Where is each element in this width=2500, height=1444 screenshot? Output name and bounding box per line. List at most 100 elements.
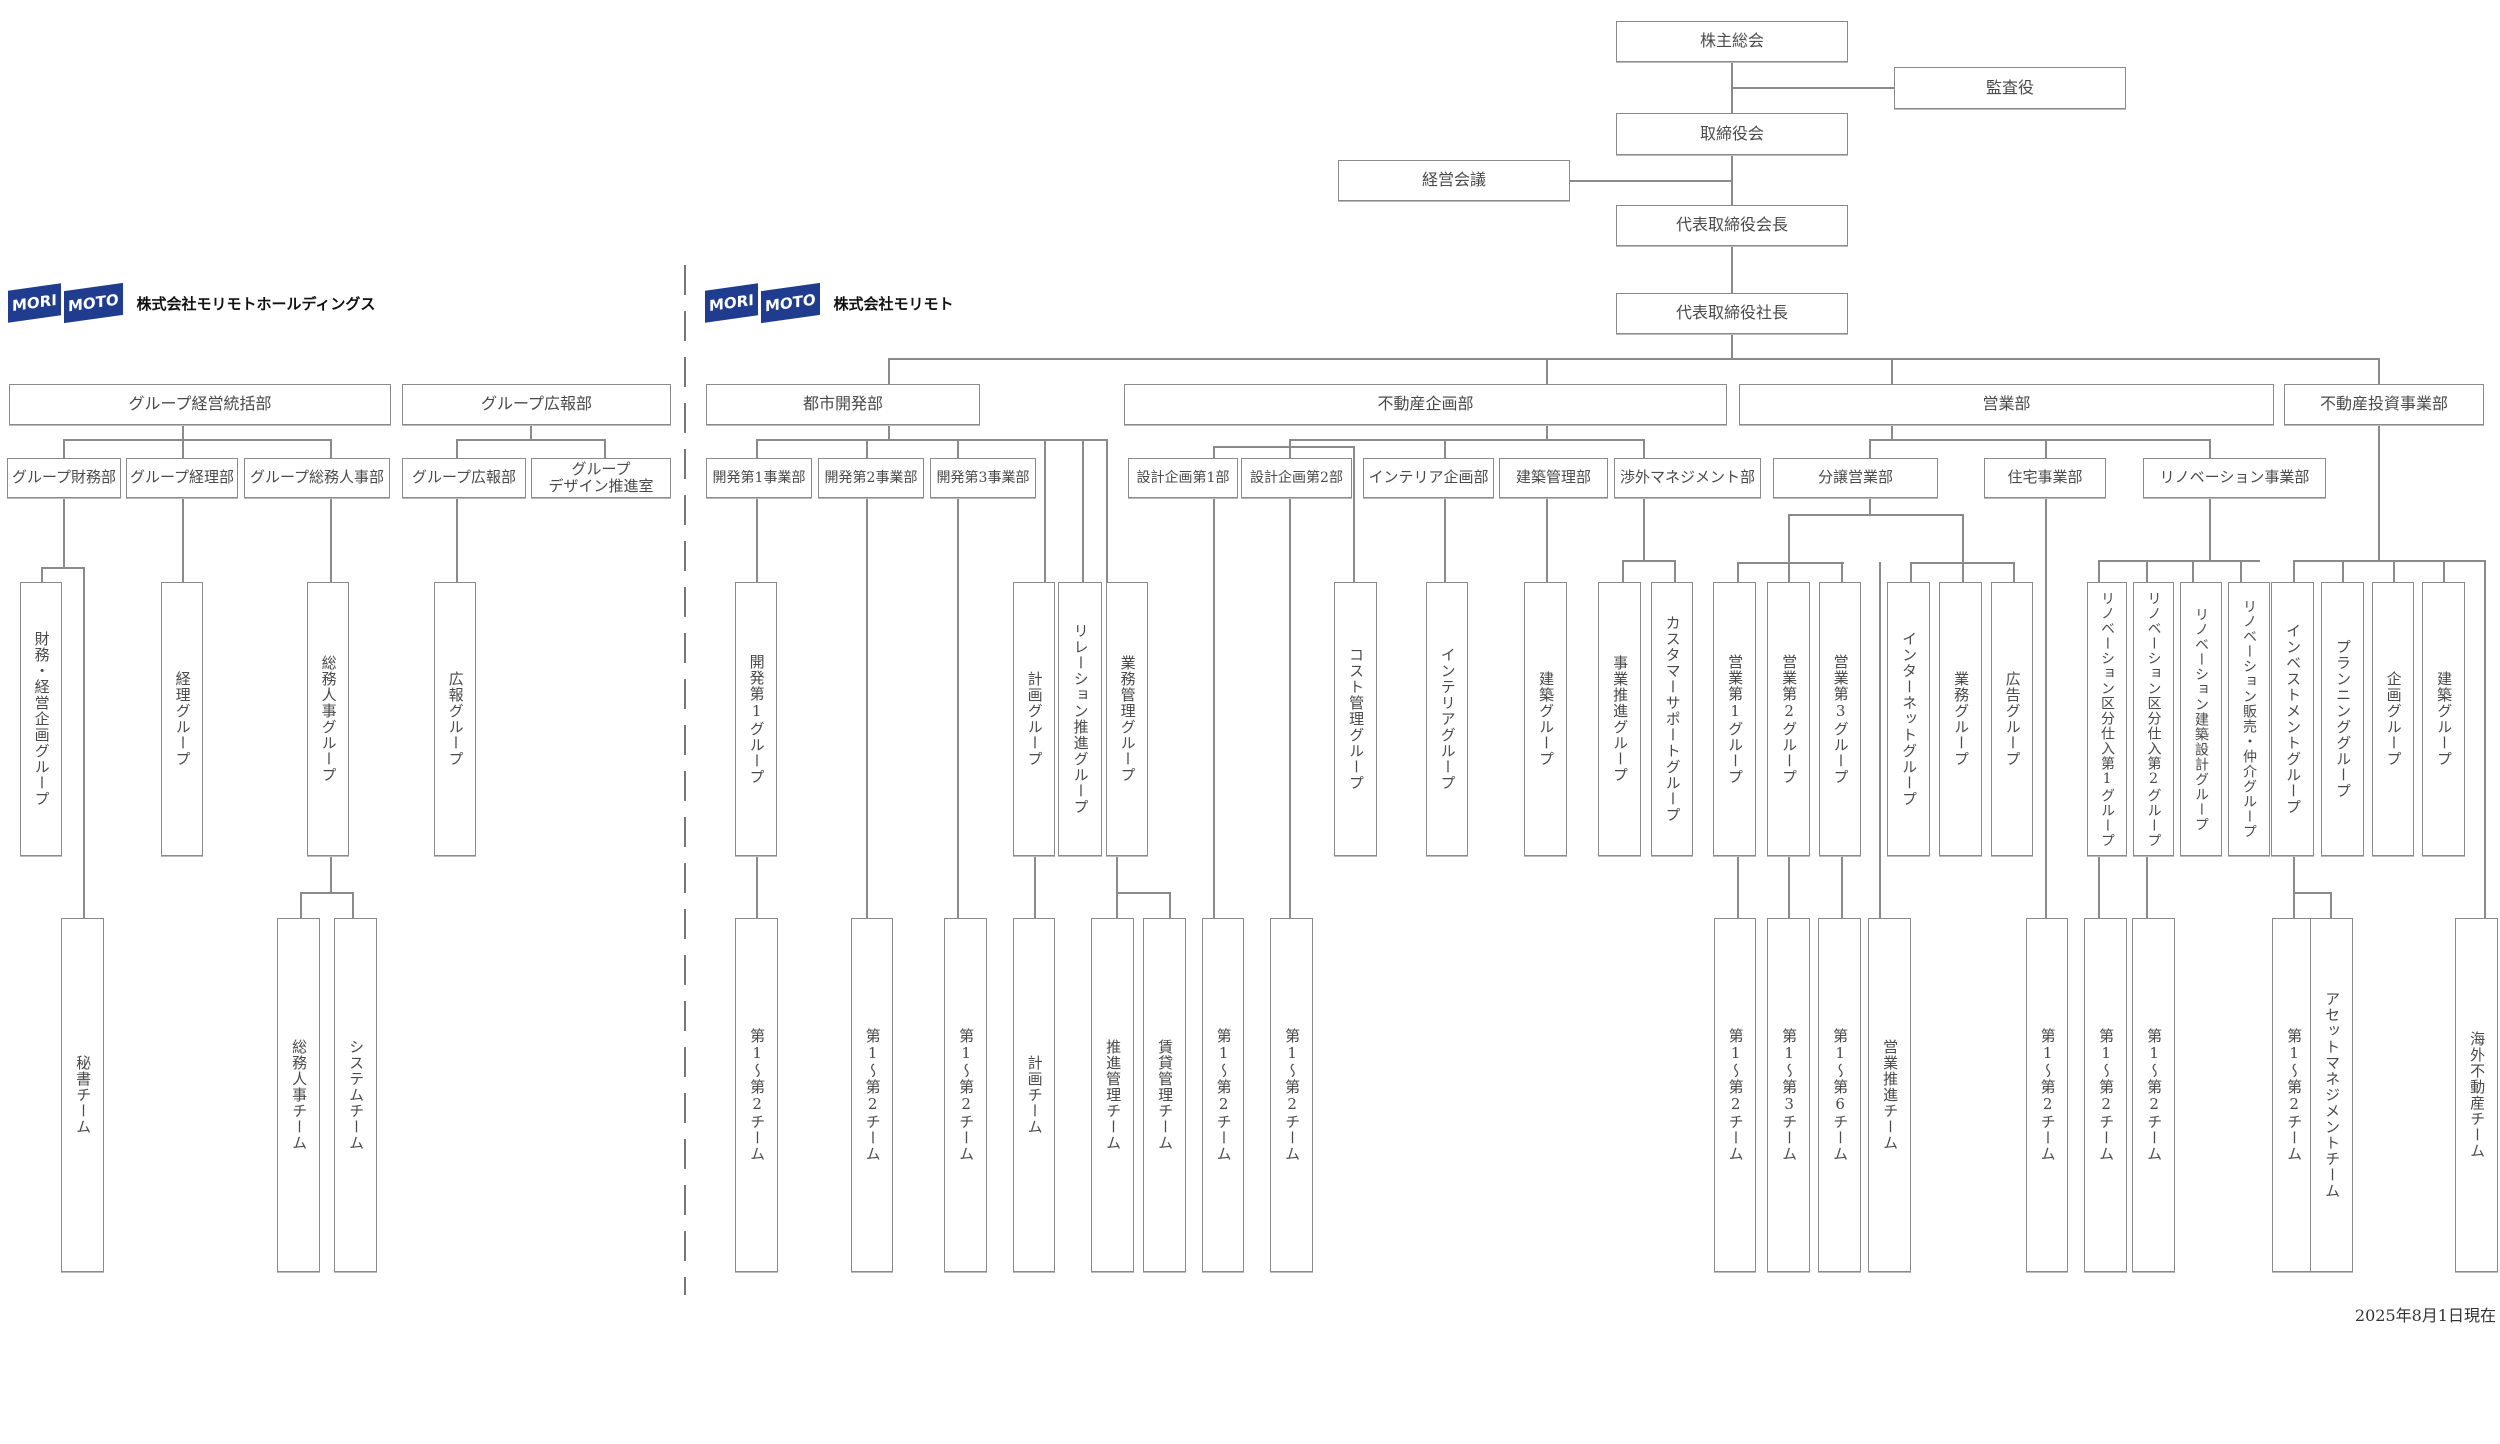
- connector-line: [604, 439, 606, 458]
- connector-line: [1788, 856, 1790, 918]
- group-construction: 建築グループ: [1524, 582, 1567, 856]
- connector-line: [1353, 446, 1355, 582]
- connector-line: [2098, 856, 2100, 918]
- connector-line: [2342, 560, 2344, 582]
- team-ga-hr: 総務人事チーム: [277, 918, 320, 1272]
- connector-line: [1213, 446, 1215, 458]
- connector-line: [2293, 560, 2484, 562]
- connector-line: [330, 856, 332, 892]
- connector-line: [957, 498, 959, 918]
- team-design-2: 第1～第2チーム: [1270, 918, 1313, 1272]
- connector-line: [1643, 498, 1645, 560]
- connector-line: [2393, 560, 2395, 582]
- group-investment: インベストメントグループ: [2271, 582, 2314, 856]
- group-renovation-design: リノベーション建築設計グループ: [2180, 582, 2222, 856]
- subdept-construction-management: 建築管理部: [1499, 458, 1608, 498]
- group-advertising: 広告グループ: [1991, 582, 2033, 856]
- group-planning: プランニンググループ: [2321, 582, 2364, 856]
- subdept-interior-planning: インテリア企画部: [1363, 458, 1494, 498]
- connector-line: [63, 439, 330, 441]
- connector-line: [1737, 856, 1739, 918]
- team-dev-1: 第1～第2チーム: [735, 918, 778, 1272]
- subdept-label-line2: デザイン推進室: [548, 477, 654, 495]
- group-kikaku: 企画グループ: [2372, 582, 2414, 856]
- connector-line: [1116, 892, 1118, 918]
- connector-line: [1879, 562, 1881, 918]
- morimoto-company-name: 株式会社モリモト: [833, 294, 954, 313]
- dept-group-pr: グループ広報部: [402, 384, 671, 425]
- auditor-box: 監査役: [1894, 67, 2126, 109]
- connector-line: [1910, 562, 1912, 582]
- connector-line: [888, 358, 890, 384]
- connector-line: [1213, 446, 1353, 448]
- chairman-box: 代表取締役会長: [1616, 205, 1848, 246]
- connector-line: [1106, 439, 1108, 582]
- group-renovation-sales: リノベーション販売・仲介グループ: [2228, 582, 2270, 856]
- team-sales-promotion: 営業推進チーム: [1868, 918, 1911, 1272]
- connector-line: [957, 439, 959, 458]
- logo-mark-moto: MOTO: [63, 282, 123, 324]
- connector-line: [2378, 358, 2380, 384]
- subdept-group-finance: グループ財務部: [7, 458, 121, 498]
- team-asset-management: アセットマネジメントチーム: [2310, 918, 2353, 1272]
- connector-line: [2443, 560, 2445, 582]
- connector-line: [1869, 439, 2209, 441]
- group-pr: 広報グループ: [434, 582, 476, 856]
- group-relation-promotion: リレーション推進グループ: [1058, 582, 1102, 856]
- section-divider: [684, 265, 686, 1295]
- connector-line: [1082, 439, 1084, 582]
- group-customer-support: カスタマーサポートグループ: [1651, 582, 1693, 856]
- group-sales-3: 営業第3グループ: [1819, 582, 1861, 856]
- morimoto-logo: MORI MOTO 株式会社モリモト: [705, 282, 954, 324]
- connector-line: [2240, 560, 2242, 582]
- connector-line: [2098, 560, 2260, 562]
- connector-line: [1962, 514, 1964, 562]
- as-of-date: 2025年8月1日現在: [2354, 1306, 2496, 1325]
- subdept-group-ga-hr: グループ総務人事部: [244, 458, 390, 498]
- connector-line: [1891, 358, 1893, 384]
- group-plan: 計画グループ: [1013, 582, 1055, 856]
- team-design-1: 第1～第2チーム: [1202, 918, 1244, 1272]
- team-housing: 第1～第2チーム: [2026, 918, 2068, 1272]
- subdept-label: グループ広報部: [411, 468, 517, 487]
- group-renovation-purchase-1: リノベーション区分仕入第1グループ: [2087, 582, 2127, 856]
- group-investment-construction: 建築グループ: [2422, 582, 2465, 856]
- dept-group-management: グループ経営統括部: [9, 384, 391, 425]
- dept-real-estate-planning: 不動産企画部: [1124, 384, 1727, 425]
- subdept-dev-2: 開発第2事業部: [818, 458, 924, 498]
- team-dev-3: 第1～第2チーム: [944, 918, 987, 1272]
- group-ga-hr: 総務人事グループ: [307, 582, 349, 856]
- dept-sales: 営業部: [1739, 384, 2274, 425]
- connector-line: [1034, 856, 1036, 918]
- connector-line: [41, 567, 43, 582]
- connector-line: [2330, 892, 2332, 918]
- connector-line: [456, 439, 458, 458]
- connector-line: [300, 892, 302, 918]
- team-overseas-real-estate: 海外不動産チーム: [2455, 918, 2498, 1272]
- connector-line: [1737, 562, 1844, 564]
- team-sales-1: 第1～第2チーム: [1714, 918, 1756, 1272]
- connector-line: [1841, 562, 1843, 582]
- connector-line: [1869, 498, 1871, 514]
- team-lease-management: 賃貸管理チーム: [1143, 918, 1186, 1272]
- connector-line: [1213, 498, 1215, 918]
- connector-line: [1546, 425, 1548, 439]
- group-accounting: 経理グループ: [161, 582, 203, 856]
- connector-line: [1674, 560, 1676, 582]
- connector-line: [1622, 560, 1674, 562]
- subdept-label-line1: グループ: [571, 459, 631, 478]
- subdept-group-pr: グループ広報部: [402, 458, 526, 498]
- group-operations-management: 業務管理グループ: [1106, 582, 1148, 856]
- holdings-logo: MORI MOTO 株式会社モリモトホールディングス: [8, 282, 375, 324]
- connector-line: [1116, 892, 1169, 894]
- connector-line: [63, 498, 65, 568]
- group-renovation-purchase-2: リノベーション区分仕入第2グループ: [2133, 582, 2174, 856]
- connector-line: [1643, 439, 1645, 458]
- connector-line: [1289, 439, 1291, 458]
- connector-line: [182, 439, 184, 458]
- dept-urban-development: 都市開発部: [706, 384, 980, 425]
- connector-line: [2192, 560, 2194, 582]
- connector-line: [1962, 562, 1964, 582]
- connector-line: [2484, 560, 2486, 918]
- logo-mark-mori: MORI: [705, 283, 758, 323]
